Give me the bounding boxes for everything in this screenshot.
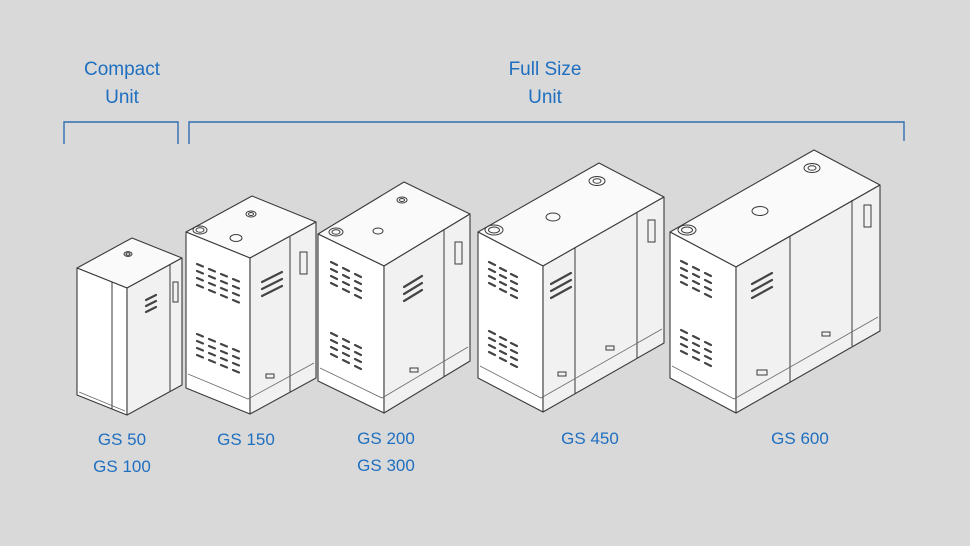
model-label-gs200-gs300: GS 200 GS 300 — [336, 425, 436, 479]
model-label-gs600: GS 600 — [750, 425, 850, 452]
model-label-gs450: GS 450 — [540, 425, 640, 452]
unit-gs150-drawing — [185, 195, 317, 415]
model-gs50: GS 50 — [97, 430, 147, 449]
model-gs600: GS 600 — [771, 429, 829, 448]
model-gs300: GS 300 — [357, 456, 415, 475]
full-size-bracket — [188, 121, 905, 144]
unit-gs600-drawing — [669, 149, 881, 414]
unit-gs50-gs100-drawing — [76, 237, 183, 416]
compact-label-line2: Unit — [105, 87, 139, 108]
compact-bracket — [63, 121, 179, 144]
unit-gs200-gs300-drawing — [317, 181, 471, 414]
compact-unit-label: Compact Unit — [60, 56, 184, 112]
model-gs200: GS 200 — [357, 429, 415, 448]
full-size-label-line2: Unit — [528, 87, 562, 108]
model-label-gs150: GS 150 — [196, 426, 296, 453]
model-label-gs50-gs100: GS 50 GS 100 — [72, 426, 172, 480]
full-size-unit-label: Full Size Unit — [480, 56, 610, 112]
full-size-label-line1: Full Size — [508, 59, 582, 80]
model-gs450: GS 450 — [561, 429, 619, 448]
compact-label-line1: Compact — [83, 59, 161, 80]
model-gs150: GS 150 — [217, 430, 275, 449]
unit-gs450-drawing — [477, 162, 665, 413]
model-gs100: GS 100 — [93, 457, 151, 476]
